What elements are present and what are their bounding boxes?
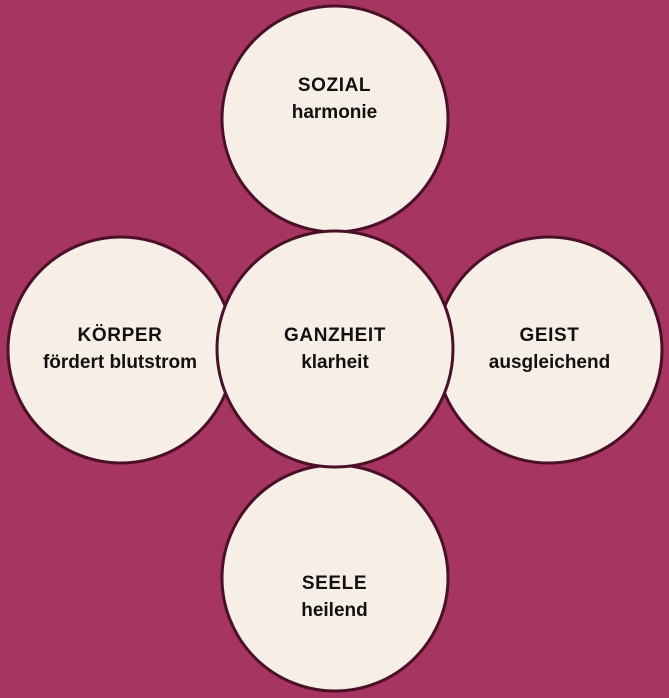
circle-top-sozial[interactable] bbox=[220, 4, 450, 234]
circle-center-ganzheit[interactable] bbox=[215, 229, 455, 469]
circle-right-geist[interactable] bbox=[434, 235, 664, 465]
circle-left-koerper[interactable] bbox=[6, 235, 236, 465]
circle-bottom-seele[interactable] bbox=[220, 463, 450, 693]
